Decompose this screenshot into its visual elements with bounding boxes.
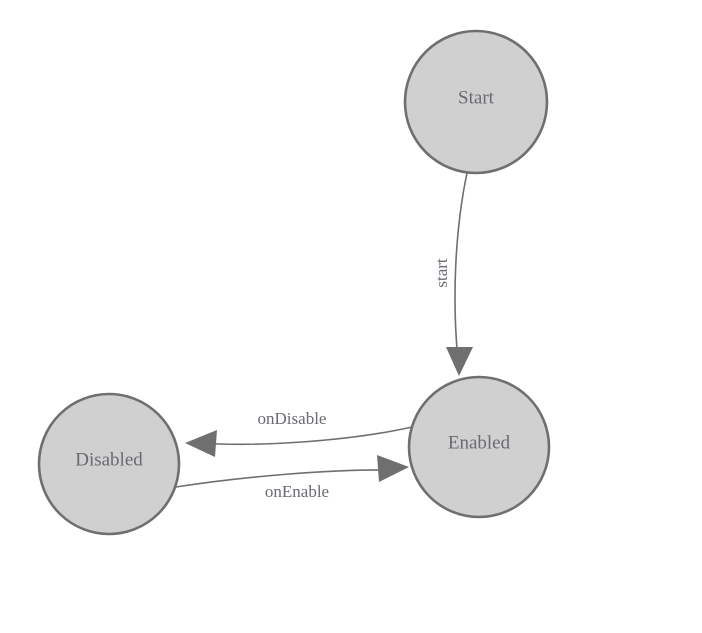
edge-line-start — [454, 172, 468, 361]
state-label-start: Start — [458, 87, 495, 108]
state-circle-start — [403, 29, 549, 175]
edge-start-to-enabled[interactable]: start — [432, 172, 473, 376]
state-label-disabled: Disabled — [75, 449, 143, 470]
arrowhead-icon-onenable — [377, 455, 409, 482]
state-node-start[interactable]: Start — [403, 29, 549, 175]
arrowhead-icon-ondisable — [185, 430, 217, 457]
state-node-disabled[interactable]: Disabled — [37, 392, 181, 536]
state-node-enabled[interactable]: Enabled — [407, 375, 551, 519]
edge-line-ondisable — [199, 426, 413, 446]
edge-enabled-to-disabled[interactable]: onDisable — [185, 409, 413, 457]
state-circle-disabled — [37, 392, 181, 536]
arrowhead-icon-start — [446, 347, 473, 376]
edge-disabled-to-enabled[interactable]: onEnable — [175, 455, 409, 501]
state-circle-enabled — [407, 375, 551, 519]
edge-label-start: start — [432, 258, 451, 288]
edge-label-onenable: onEnable — [265, 482, 329, 501]
state-label-enabled: Enabled — [448, 432, 511, 453]
edge-label-ondisable: onDisable — [258, 409, 327, 428]
edge-line-onenable — [175, 469, 393, 488]
